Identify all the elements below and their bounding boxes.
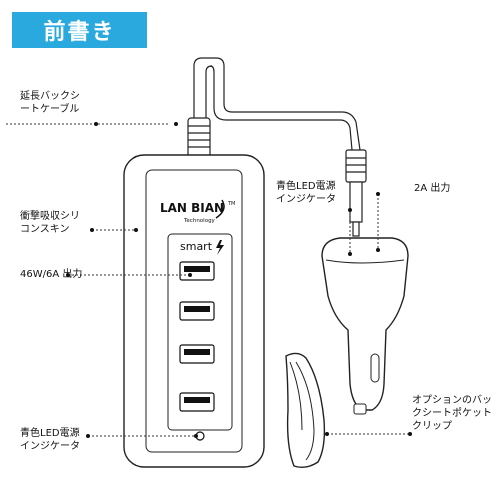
usb-port-icon — [179, 261, 215, 281]
usb-port-icon — [179, 344, 215, 364]
callout-dots — [66, 122, 412, 438]
label-led-right: 青色LED電源 インジケータ — [276, 181, 336, 205]
usb-port-icon — [179, 301, 215, 321]
brand-sub: Technology — [183, 218, 216, 224]
brand-name: LAN BIAN — [160, 201, 224, 215]
label-output-2a: 2A 出力 — [414, 183, 451, 194]
lightning-icon — [216, 240, 224, 255]
header-title: 前書き — [43, 20, 116, 45]
pocket-clip — [285, 352, 326, 469]
header-badge: 前書き — [12, 12, 147, 48]
smart-label: smart — [180, 240, 213, 253]
label-clip: オプションのバッ クシートポケット クリップ — [412, 395, 492, 432]
extension-cable — [187, 57, 367, 237]
svg-text:TM: TM — [227, 201, 235, 207]
label-shock-absorb: 衝撃吸収シリ コンスキン — [20, 211, 80, 235]
label-output-46w: 46W/6A 出力 — [20, 269, 83, 280]
label-extension-cable: 延長バックシ ートケーブル — [20, 91, 80, 115]
callout-lines — [6, 123, 410, 437]
usb-port-icon — [179, 392, 215, 412]
label-led-left: 青色LED電源 インジケータ — [20, 428, 80, 452]
brand-logo: LAN BIAN Technology TM — [160, 199, 235, 224]
car-charger — [321, 237, 409, 415]
